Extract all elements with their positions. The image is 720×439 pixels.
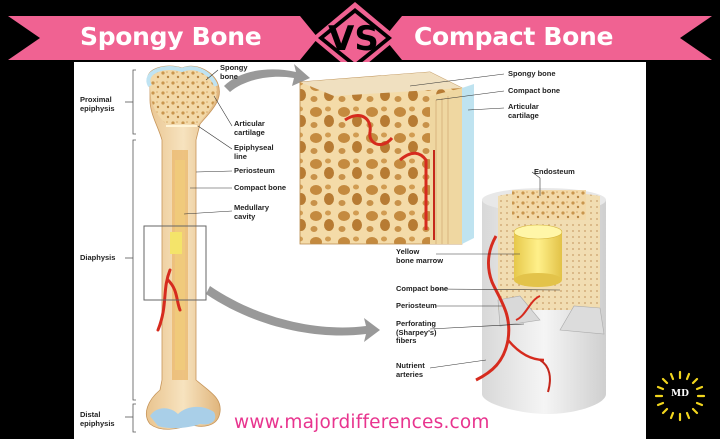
- label-compact-bone: Compact bone: [234, 183, 287, 192]
- label-lower-compact-bone: Compact bone: [396, 284, 449, 293]
- label-top-compact-bone: Compact bone: [508, 86, 561, 95]
- compact-bone-title: Compact Bone: [414, 22, 614, 51]
- label-spongy-bone: Spongy bone: [220, 63, 248, 81]
- compact-bone-cylinder: [475, 188, 606, 414]
- zoom-arrows: [206, 64, 380, 342]
- label-top-spongy-bone: Spongy bone: [508, 69, 556, 78]
- label-lower-periosteum: Periosteum: [396, 301, 437, 310]
- md-badge: MD: [671, 389, 689, 399]
- label-diaphysis: Diaphysis: [80, 253, 116, 262]
- label-medullary-cavity: Medullary cavity: [234, 203, 270, 221]
- spongy-bone-title: Spongy Bone: [80, 22, 262, 51]
- label-periosteum: Periosteum: [234, 166, 275, 175]
- label-perforating-fibers: Perforating (Sharpey's) fibers: [396, 319, 437, 345]
- md-badge-rays: [654, 370, 706, 422]
- label-nutrient-arteries: Nutrient arteries: [396, 361, 425, 379]
- label-distal-epiphysis: Distal epiphysis: [80, 410, 115, 428]
- label-epiphyseal-line: Epiphyseal line: [234, 143, 274, 161]
- region-brackets: [125, 69, 136, 433]
- label-yellow-bone-marrow: Yellow bone marrow: [396, 247, 444, 265]
- left-ribbon: [8, 16, 318, 60]
- right-ribbon: [384, 16, 712, 60]
- title-banner: [0, 0, 720, 70]
- website-url[interactable]: www.majordifferences.com: [234, 412, 490, 433]
- long-bone: [143, 65, 221, 430]
- leader-lines: [183, 69, 561, 369]
- label-endosteum: Endosteum: [534, 167, 575, 176]
- label-articular-cartilage: Articular cartilage: [234, 119, 265, 137]
- label-top-articular-cartilage: Articular cartilage: [508, 102, 539, 120]
- spongy-bone-block: [299, 71, 474, 245]
- vs-label: VS: [328, 19, 379, 59]
- label-proximal-epiphysis: Proximal epiphysis: [80, 95, 115, 113]
